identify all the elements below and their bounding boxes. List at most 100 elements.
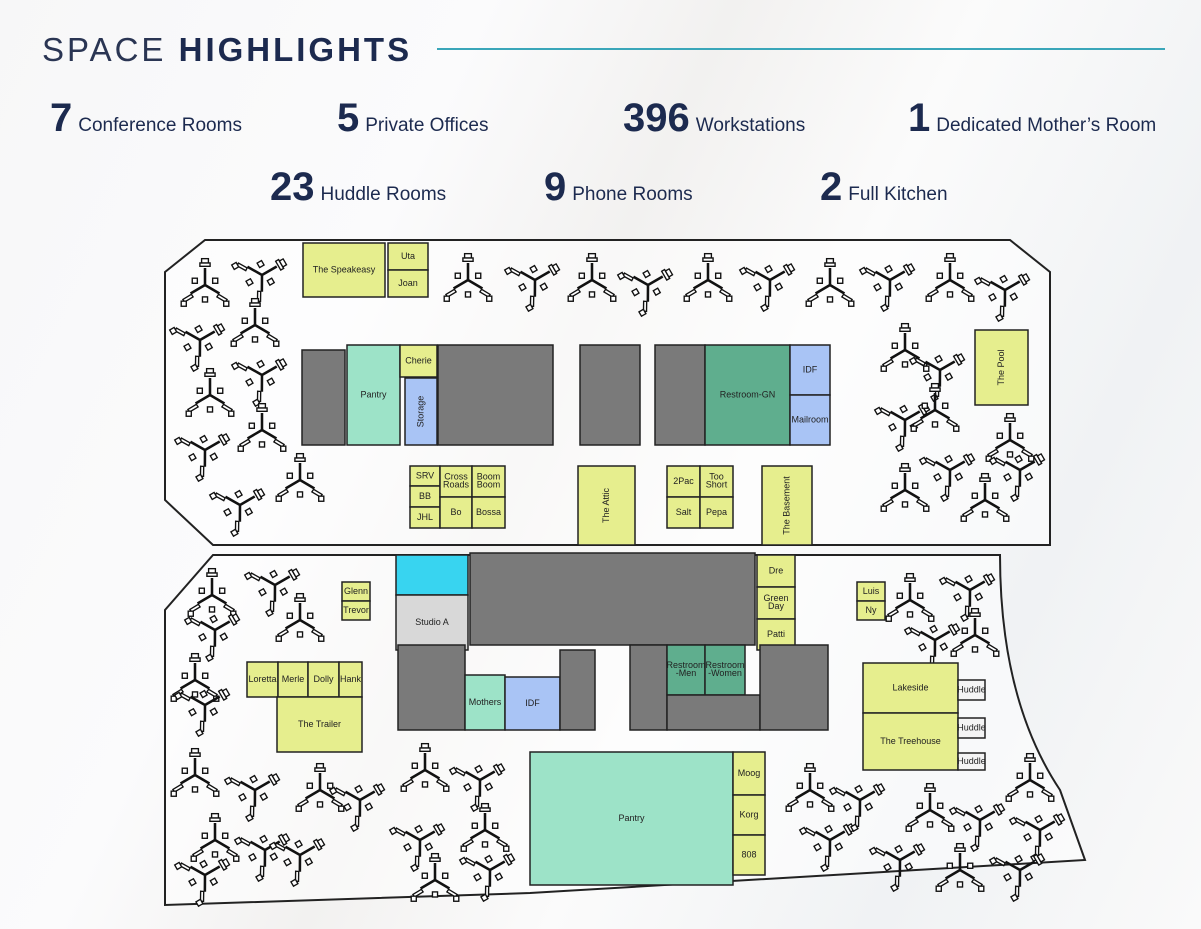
room-shape — [704, 344, 791, 446]
room-label: Huddle — [957, 756, 986, 766]
room-shape — [469, 552, 756, 646]
room-label: Restroom-GN — [720, 389, 776, 399]
room-restroom-gn: Restroom-GN — [704, 344, 791, 446]
rooms: The SpeakeasyUtaJoanPantryCherieStorageR… — [246, 242, 1029, 886]
room-label-line: Cross — [444, 472, 468, 482]
building-core — [395, 554, 469, 596]
room-glenn: Glenn — [341, 581, 371, 602]
stat-label: Full Kitchen — [848, 184, 948, 205]
room-label: Pepa — [706, 507, 727, 517]
title-light: SPACE — [42, 31, 167, 68]
room-bb: BB — [409, 485, 441, 508]
room-label: Merle — [282, 674, 305, 684]
room-label: Mailroom — [791, 414, 828, 424]
room-label-line: Green — [763, 594, 788, 604]
room-storage: Storage — [404, 377, 438, 446]
room-label: IDF — [803, 364, 818, 374]
room-pantry: Pantry — [346, 344, 401, 446]
room-hank: Hank — [338, 661, 363, 698]
room-the-trailer: The Trailer — [276, 696, 363, 753]
room-cherie: Cherie — [399, 344, 438, 378]
room-shape — [246, 661, 279, 698]
room-the-pool: The Pool — [974, 329, 1029, 406]
room-label: Studio A — [415, 617, 449, 627]
building-core — [559, 649, 596, 731]
room-label: 808 — [741, 849, 756, 859]
room-loretta: Loretta — [246, 661, 279, 698]
stat-label: Phone Rooms — [572, 184, 693, 205]
room-shape — [302, 242, 386, 298]
room-shape — [666, 644, 706, 696]
building-core — [469, 552, 756, 646]
room-pepa: Pepa — [699, 496, 734, 529]
building-core — [759, 644, 829, 731]
room-shape — [862, 662, 959, 714]
room-label-line: Restroom — [705, 661, 744, 671]
room-the-speakeasy: The Speakeasy — [302, 242, 386, 298]
room-label: Mothers — [469, 697, 502, 707]
room-moog: Moog — [732, 751, 766, 796]
room-shape — [387, 269, 429, 298]
room-ny: Ny — [856, 600, 886, 621]
room-mothers: Mothers — [464, 674, 506, 731]
room-shape — [277, 661, 309, 698]
room-mailroom: Mailroom — [789, 394, 831, 446]
room-shape — [699, 496, 734, 529]
room-shape — [529, 751, 734, 886]
room-shape — [437, 344, 554, 446]
room-shape — [856, 600, 886, 621]
room-shape — [761, 465, 813, 546]
room-uta: Uta — [387, 242, 429, 271]
room-shape — [559, 649, 596, 731]
stat-label: Workstations — [695, 115, 806, 136]
stat-number: 5 — [337, 96, 360, 140]
room-shape — [974, 329, 1029, 406]
room-label: Cherie — [405, 355, 432, 365]
room-lakeside: Lakeside — [862, 662, 959, 714]
room-studio-a: Studio A — [395, 594, 469, 651]
room-label-line: Restroom — [666, 661, 705, 671]
room-label: Salt — [676, 507, 692, 517]
room-trevor: Trevor — [341, 600, 371, 621]
building-core — [397, 644, 466, 731]
room-label: The Basement — [781, 476, 791, 535]
room-shape — [579, 344, 641, 446]
room-label-line: Boom — [477, 480, 501, 490]
room-shape — [862, 712, 959, 771]
room-korg: Korg — [732, 794, 766, 836]
room-label: BB — [419, 491, 431, 501]
room-bossa: Bossa — [471, 496, 506, 529]
room-shape — [397, 644, 466, 731]
room-shape — [276, 696, 363, 753]
room-the-basement: The Basement — [761, 465, 813, 546]
room-shape — [666, 694, 761, 731]
room-2pac: 2Pac — [666, 465, 701, 498]
room-shape — [699, 465, 734, 498]
room-label-line: -Men — [676, 668, 697, 678]
room-label: JHL — [417, 512, 433, 522]
room-label: Glenn — [344, 586, 368, 596]
room-label: The Treehouse — [880, 736, 941, 746]
room-shape — [756, 586, 796, 620]
stat-number: 7 — [50, 96, 73, 140]
room-shape — [957, 717, 986, 739]
room-dre: Dre — [756, 554, 796, 588]
room-label: Restroom-Women — [705, 661, 744, 679]
room-label: Patti — [767, 629, 785, 639]
title-bold: HIGHLIGHTS — [178, 31, 413, 68]
room-shape — [301, 349, 346, 446]
room-label: Joan — [398, 278, 418, 288]
building-core — [654, 344, 706, 446]
room-label-line: Roads — [443, 480, 470, 490]
stat-number: 23 — [270, 165, 315, 209]
room-label: The Trailer — [298, 719, 341, 729]
room-shape — [346, 344, 401, 446]
